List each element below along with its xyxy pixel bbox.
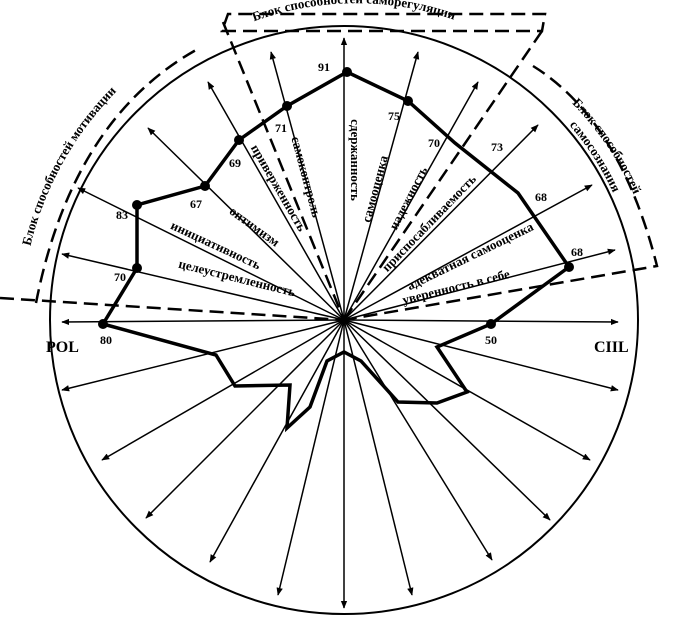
value-label-adaptability: 73 [491, 140, 503, 154]
block-label-self-regulation: Блок способностей саморегуляции [250, 0, 458, 24]
block-boundaries [0, 12, 659, 322]
value-label-reliability: 70 [428, 136, 440, 150]
value-label-left-pole: 80 [100, 333, 112, 347]
value-label-self-esteem: 75 [388, 109, 400, 123]
axis-label-restraint: сдержанность [348, 119, 363, 201]
value-label-adequate-self-esteem: 68 [535, 190, 547, 204]
pole-label-left: POL [46, 339, 79, 356]
value-label-initiative: 83 [116, 208, 128, 222]
value-label-self-control: 71 [275, 121, 287, 135]
axis-label-optimism: оптимизм [227, 203, 283, 249]
outer-circle [49, 25, 639, 615]
pole-label-right: CIIL [594, 339, 629, 356]
profile-nodes [98, 67, 574, 329]
value-label-optimism: 67 [190, 197, 202, 211]
block-label-motivation: Блок способностей мотивации [19, 83, 119, 247]
value-label-purposefulness: 70 [114, 270, 126, 284]
axis-arrows [61, 37, 619, 609]
value-label-commitment: 69 [229, 156, 241, 170]
value-label-restraint: 91 [318, 60, 330, 74]
value-label-self-confidence: 68 [571, 245, 583, 259]
value-label-right-pole: 50 [485, 333, 497, 347]
